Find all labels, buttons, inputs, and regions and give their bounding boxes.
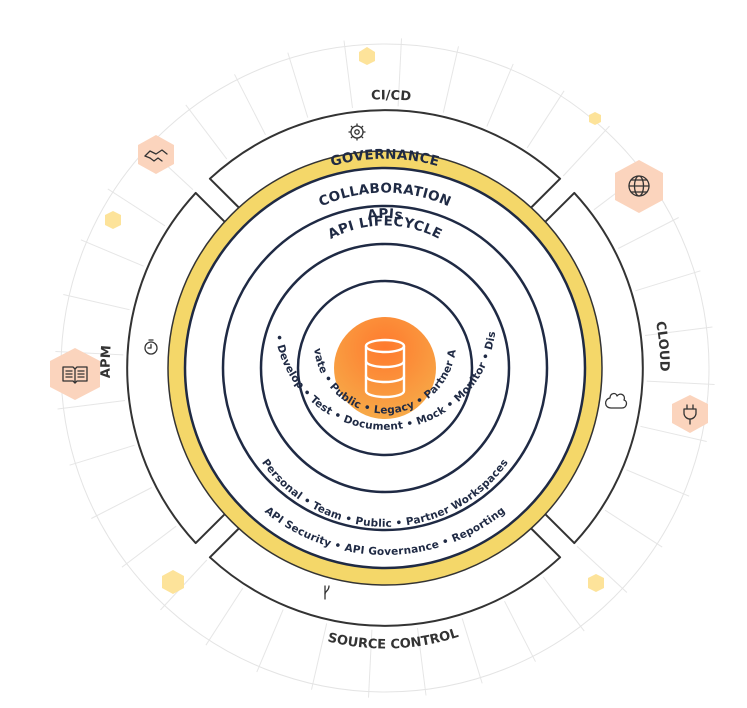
decor-hexagon bbox=[105, 211, 121, 229]
spoke-line bbox=[368, 629, 373, 698]
spoke-line bbox=[626, 469, 690, 497]
spoke-line bbox=[55, 351, 124, 356]
decor-hexagon bbox=[359, 47, 375, 65]
spoke-line bbox=[57, 400, 126, 410]
globe-icon bbox=[628, 175, 650, 197]
spoke-line bbox=[576, 545, 628, 593]
source-control-label: SOURCE CONTROL bbox=[326, 626, 460, 652]
spoke-line bbox=[205, 587, 244, 646]
spoke-line bbox=[121, 525, 177, 568]
spoke-line bbox=[646, 380, 715, 385]
decor-hexagon bbox=[162, 570, 184, 594]
spoke-line bbox=[461, 618, 483, 684]
cloud-icon bbox=[604, 392, 628, 409]
cicd-label: CI/CD bbox=[371, 88, 412, 104]
spoke-line bbox=[542, 576, 585, 632]
spoke-line bbox=[640, 425, 707, 442]
spoke-line bbox=[256, 609, 284, 673]
spoke-line bbox=[644, 326, 713, 336]
spoke-line bbox=[504, 600, 536, 662]
spoke-line bbox=[185, 104, 228, 160]
spoke-line bbox=[442, 46, 459, 113]
spoke-line bbox=[617, 217, 679, 249]
svg-text:GOVERNANCE: GOVERNANCE bbox=[329, 147, 441, 170]
database-icon bbox=[364, 338, 406, 399]
svg-text:APM: APM bbox=[99, 345, 115, 378]
book-badge[interactable] bbox=[50, 348, 100, 400]
plug-badge[interactable] bbox=[672, 395, 708, 433]
spoke-line bbox=[80, 239, 144, 267]
handshake-badge[interactable] bbox=[138, 135, 174, 174]
spoke-line bbox=[635, 270, 701, 292]
spoke-line bbox=[63, 294, 130, 311]
svg-text:APIs: APIs bbox=[366, 206, 404, 224]
spoke-line bbox=[604, 509, 663, 548]
governance-title: GOVERNANCE bbox=[329, 147, 441, 170]
spoke-line bbox=[91, 487, 153, 519]
spoke-line bbox=[397, 38, 402, 107]
spoke-line bbox=[526, 90, 565, 149]
governance-band bbox=[168, 151, 602, 585]
apm-label: APM bbox=[99, 345, 115, 378]
gear-icon bbox=[348, 123, 366, 141]
globe-badge[interactable] bbox=[615, 160, 663, 213]
spoke-line bbox=[107, 188, 166, 227]
spoke-line bbox=[343, 40, 353, 109]
spoke-line bbox=[562, 125, 610, 177]
spoke-line bbox=[69, 444, 135, 466]
governance-outer-ring bbox=[167, 150, 603, 586]
stopwatch-icon bbox=[144, 339, 158, 355]
cloud-label: CLOUD bbox=[652, 320, 671, 372]
git-branch-icon bbox=[324, 585, 330, 600]
decor-hexagon bbox=[589, 112, 601, 125]
spoke-line bbox=[287, 52, 309, 118]
svg-text:SOURCE CONTROL: SOURCE CONTROL bbox=[326, 626, 460, 652]
handshake-icon bbox=[144, 149, 168, 162]
spoke-line bbox=[417, 627, 427, 696]
apis-title: APIs bbox=[366, 206, 404, 224]
spoke-line bbox=[311, 623, 328, 690]
decor-hexagon bbox=[588, 574, 604, 592]
svg-text:CI/CD: CI/CD bbox=[371, 88, 412, 104]
spoke-line bbox=[234, 74, 266, 136]
spoke-line bbox=[486, 63, 514, 127]
book-icon bbox=[62, 366, 88, 384]
plug-icon bbox=[683, 404, 697, 425]
svg-text:CLOUD: CLOUD bbox=[652, 320, 671, 372]
